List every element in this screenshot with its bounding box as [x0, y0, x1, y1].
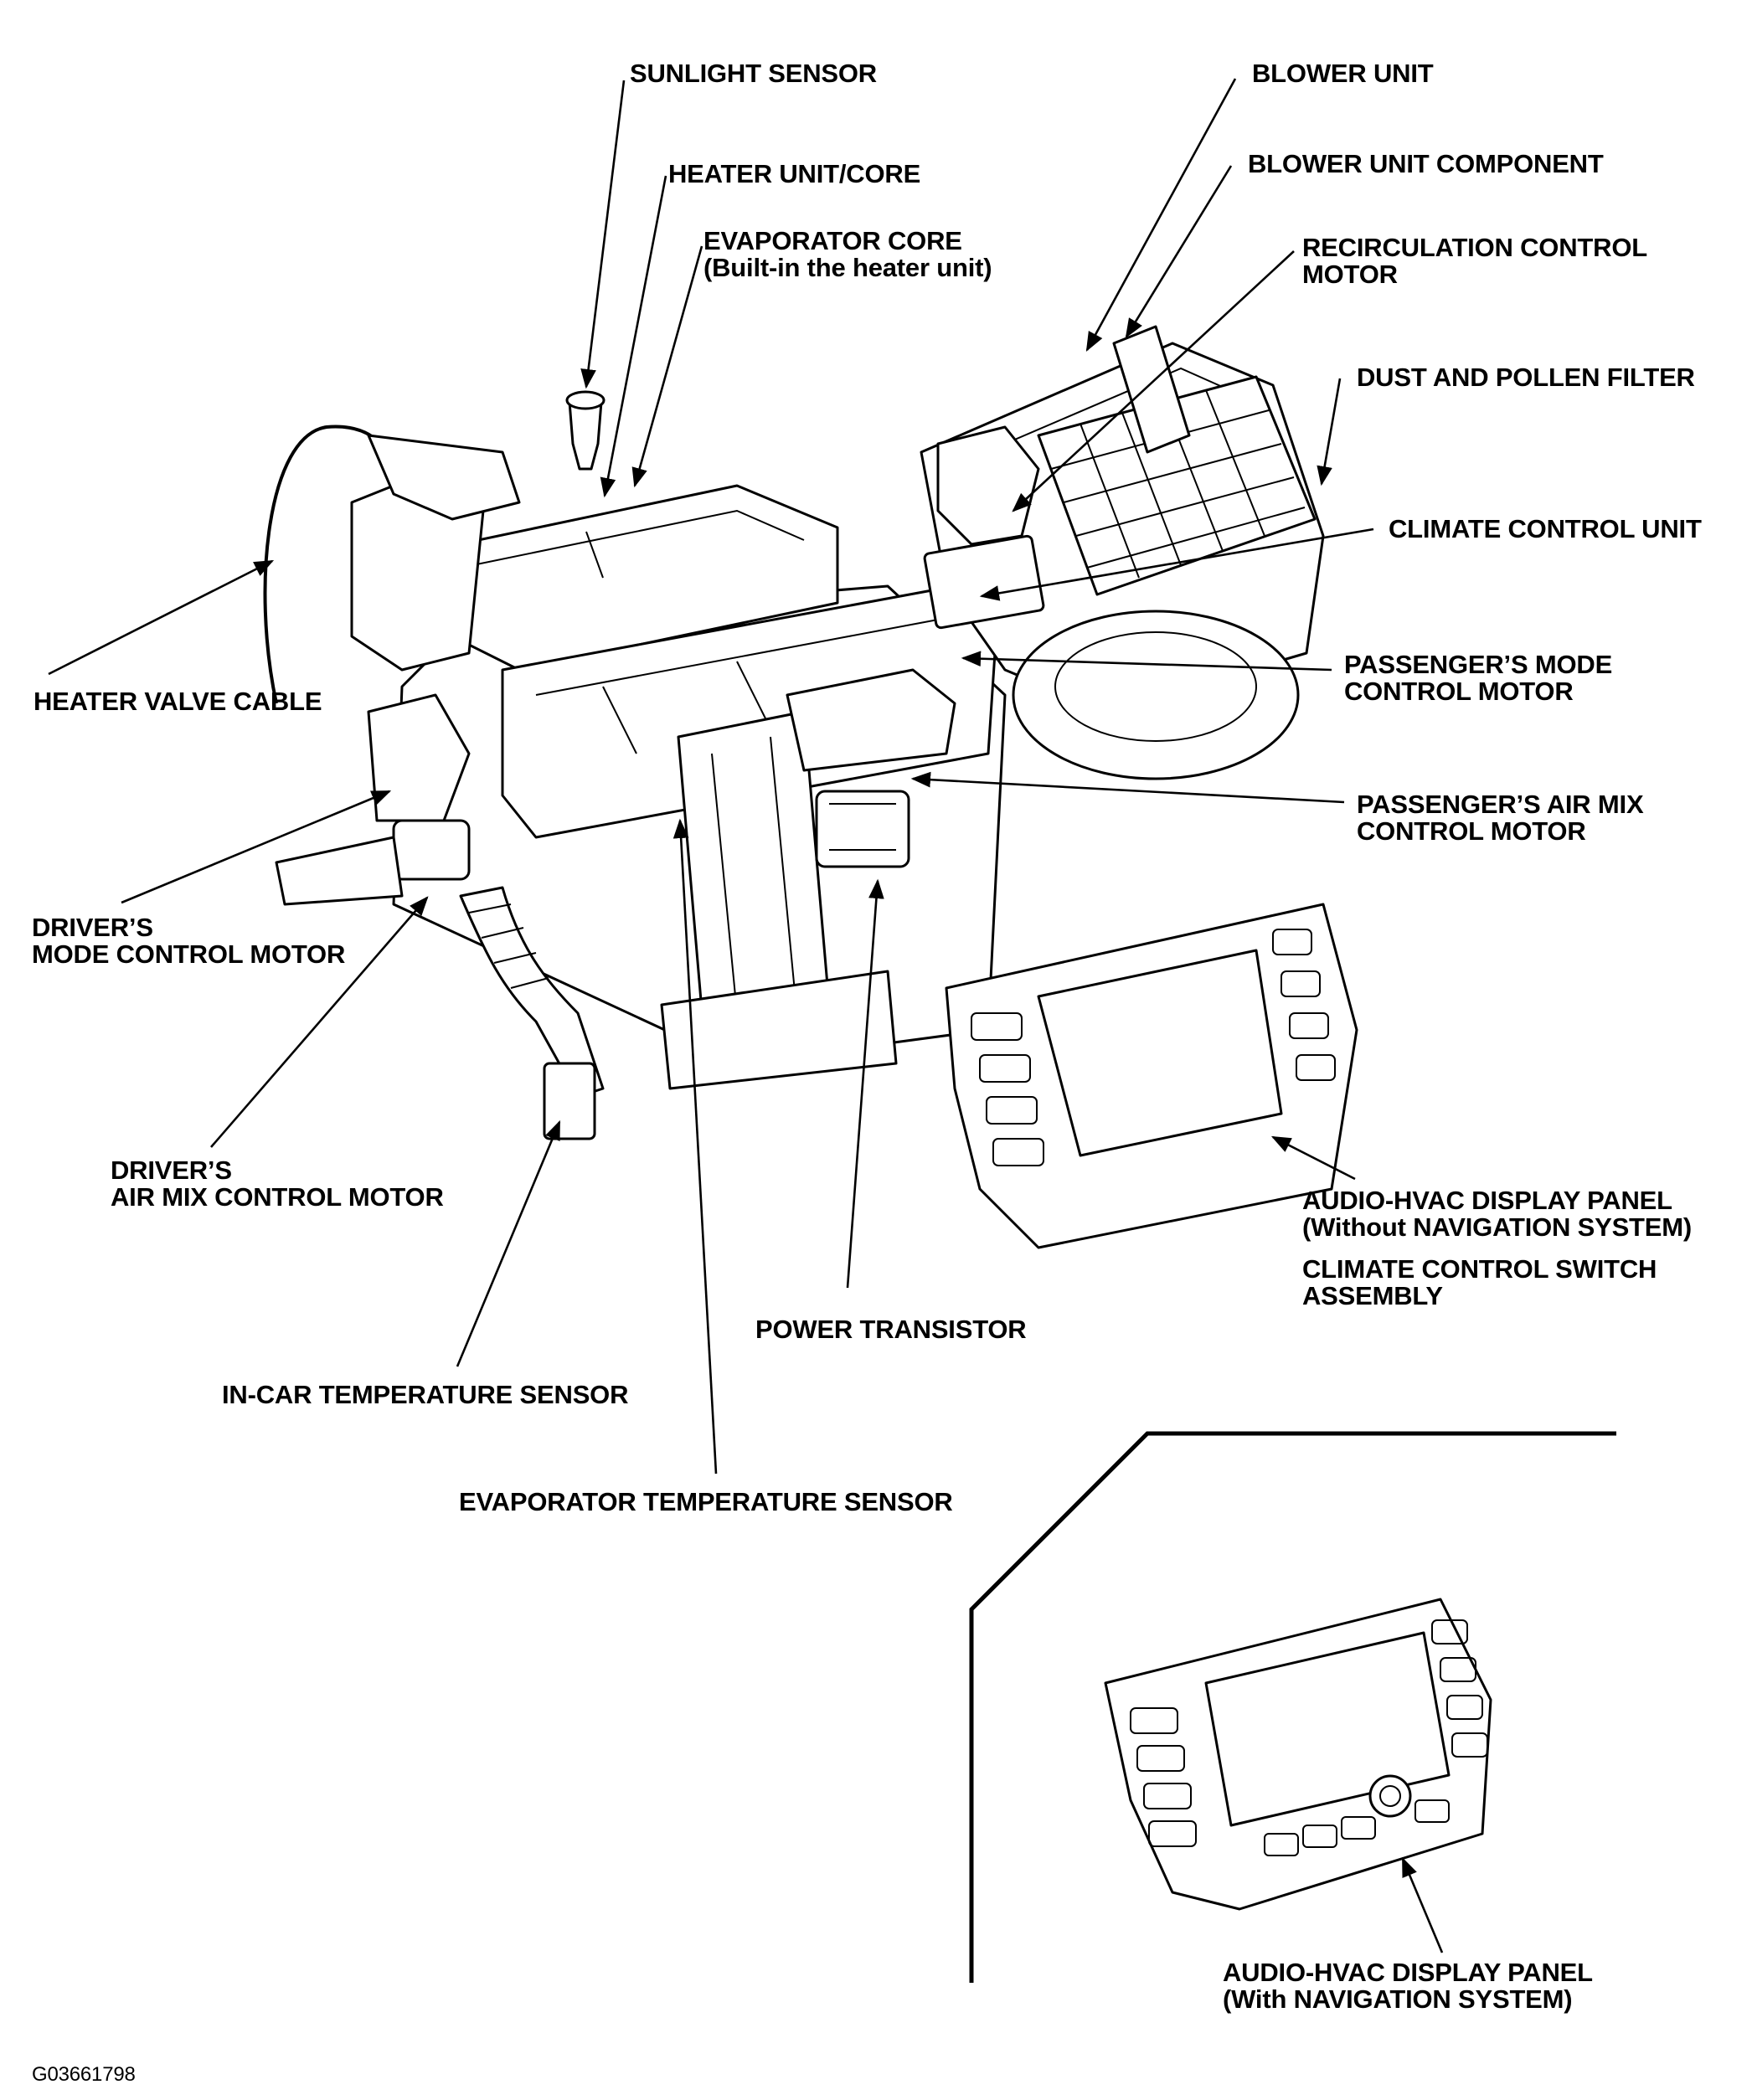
label-dust-and-pollen-filter: DUST AND POLLEN FILTER: [1357, 363, 1695, 392]
label-passengers-air-mix-control-motor-line2: CONTROL MOTOR: [1357, 816, 1586, 846]
label-climate-control-switch-assembly-line2: ASSEMBLY: [1302, 1281, 1443, 1310]
label-drivers-mode-control-motor-line1: DRIVER’S: [32, 913, 153, 942]
label-power-transistor: POWER TRANSISTOR: [755, 1315, 1027, 1344]
label-heater-unit-core: HEATER UNIT/CORE: [668, 159, 921, 188]
label-passengers-air-mix-control-motor: PASSENGER’S AIR MIX CONTROL MOTOR: [1357, 790, 1644, 846]
label-passengers-mode-control-motor-line2: CONTROL MOTOR: [1344, 677, 1574, 706]
display-panel-with-nav-illustration: [1104, 1598, 1492, 1911]
hvac-assembly-illustration: [263, 325, 1325, 1140]
label-blower-unit: BLOWER UNIT: [1252, 59, 1434, 88]
leader-lines: [48, 78, 1444, 1953]
label-evaporator-core: EVAPORATOR CORE (Built-in the heater uni…: [703, 228, 992, 281]
label-heater-valve-cable: HEATER VALVE CABLE: [33, 687, 322, 716]
label-evaporator-core-line1: EVAPORATOR CORE: [703, 226, 962, 255]
label-recirculation-control-motor-line1: RECIRCULATION CONTROL: [1302, 233, 1647, 262]
label-drivers-air-mix-control-motor: DRIVER’S AIR MIX CONTROL MOTOR: [111, 1157, 444, 1211]
label-passengers-air-mix-control-motor-line1: PASSENGER’S AIR MIX: [1357, 790, 1644, 819]
label-drivers-air-mix-control-motor-line1: DRIVER’S: [111, 1156, 232, 1185]
label-drivers-mode-control-motor-line2: MODE CONTROL MOTOR: [32, 939, 346, 969]
display-panel-without-nav-illustration: [945, 903, 1358, 1249]
label-climate-control-switch-assembly-line1: CLIMATE CONTROL SWITCH: [1302, 1254, 1657, 1284]
figure-id: G03661798: [32, 2063, 136, 2086]
inset-frame: [969, 1431, 1616, 1983]
label-in-car-temperature-sensor: IN-CAR TEMPERATURE SENSOR: [222, 1380, 629, 1409]
label-evaporator-temperature-sensor: EVAPORATOR TEMPERATURE SENSOR: [459, 1487, 953, 1516]
label-passengers-mode-control-motor: PASSENGER’S MODE CONTROL MOTOR: [1344, 651, 1612, 705]
label-audio-hvac-panel-without-nav-line1: AUDIO-HVAC DISPLAY PANEL: [1302, 1186, 1672, 1215]
label-passengers-mode-control-motor-line1: PASSENGER’S MODE: [1344, 650, 1613, 679]
label-recirculation-control-motor: RECIRCULATION CONTROL MOTOR: [1302, 234, 1647, 288]
label-sunlight-sensor: SUNLIGHT SENSOR: [630, 59, 877, 88]
label-audio-hvac-panel-without-nav: AUDIO-HVAC DISPLAY PANEL (Without NAVIGA…: [1302, 1187, 1692, 1241]
label-audio-hvac-panel-without-nav-line2: (Without NAVIGATION SYSTEM): [1302, 1212, 1693, 1242]
label-climate-control-switch-assembly: CLIMATE CONTROL SWITCH ASSEMBLY: [1302, 1256, 1657, 1310]
label-audio-hvac-panel-with-nav: AUDIO-HVAC DISPLAY PANEL (With NAVIGATIO…: [1223, 1959, 1593, 2013]
label-drivers-mode-control-motor: DRIVER’S MODE CONTROL MOTOR: [32, 914, 345, 968]
label-recirculation-control-motor-line2: MOTOR: [1302, 260, 1398, 289]
label-blower-unit-component: BLOWER UNIT COMPONENT: [1248, 149, 1604, 178]
label-drivers-air-mix-control-motor-line2: AIR MIX CONTROL MOTOR: [111, 1182, 444, 1212]
label-audio-hvac-panel-with-nav-line2: (With NAVIGATION SYSTEM): [1223, 1984, 1573, 2014]
label-audio-hvac-panel-with-nav-line1: AUDIO-HVAC DISPLAY PANEL: [1223, 1958, 1593, 1987]
label-evaporator-core-line2: (Built-in the heater unit): [703, 253, 992, 282]
label-climate-control-unit: CLIMATE CONTROL UNIT: [1389, 514, 1702, 543]
